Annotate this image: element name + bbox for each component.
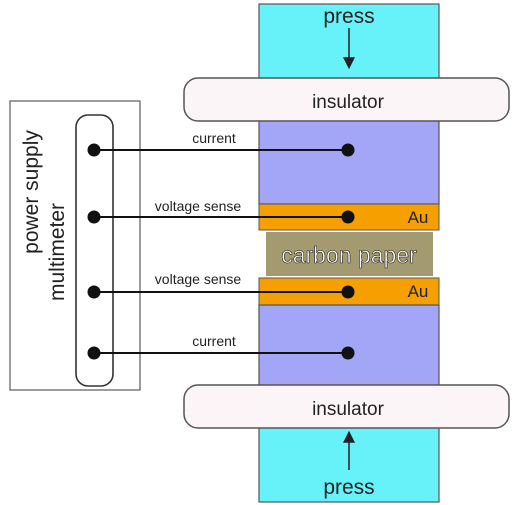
carbon-paper-label: carbon paper [281,242,417,268]
wire-label-voltage-sense-bottom: voltage sense [155,271,242,287]
contact-dot [341,285,355,299]
press-label-bottom: press [323,476,374,499]
insulator-bottom [183,384,510,429]
electrode-block-top [258,111,440,205]
insulator-top [183,77,510,122]
carbon-paper [266,232,433,276]
wire-label-voltage-sense-top: voltage sense [155,198,242,214]
instrument-label-power-supply: power supply [20,130,43,254]
contact-dot [341,346,355,360]
instrument-label-multimeter: multimeter [46,203,69,301]
terminal-dot [87,210,101,224]
press-label-top: press [323,5,374,28]
gold-label-bottom: Au [408,282,429,301]
gold-label-top: Au [408,208,429,227]
terminal-dot [87,143,101,157]
terminal-strip [75,114,114,387]
insulator-label-bottom: insulator [312,399,384,420]
wire-label-current-bottom: current [192,333,236,349]
insulator-label-top: insulator [312,92,384,113]
contact-dot [341,210,355,224]
terminal-dot [87,285,101,299]
contact-dot [341,143,355,157]
terminal-dot [87,346,101,360]
wire-label-current-top: current [192,130,236,146]
